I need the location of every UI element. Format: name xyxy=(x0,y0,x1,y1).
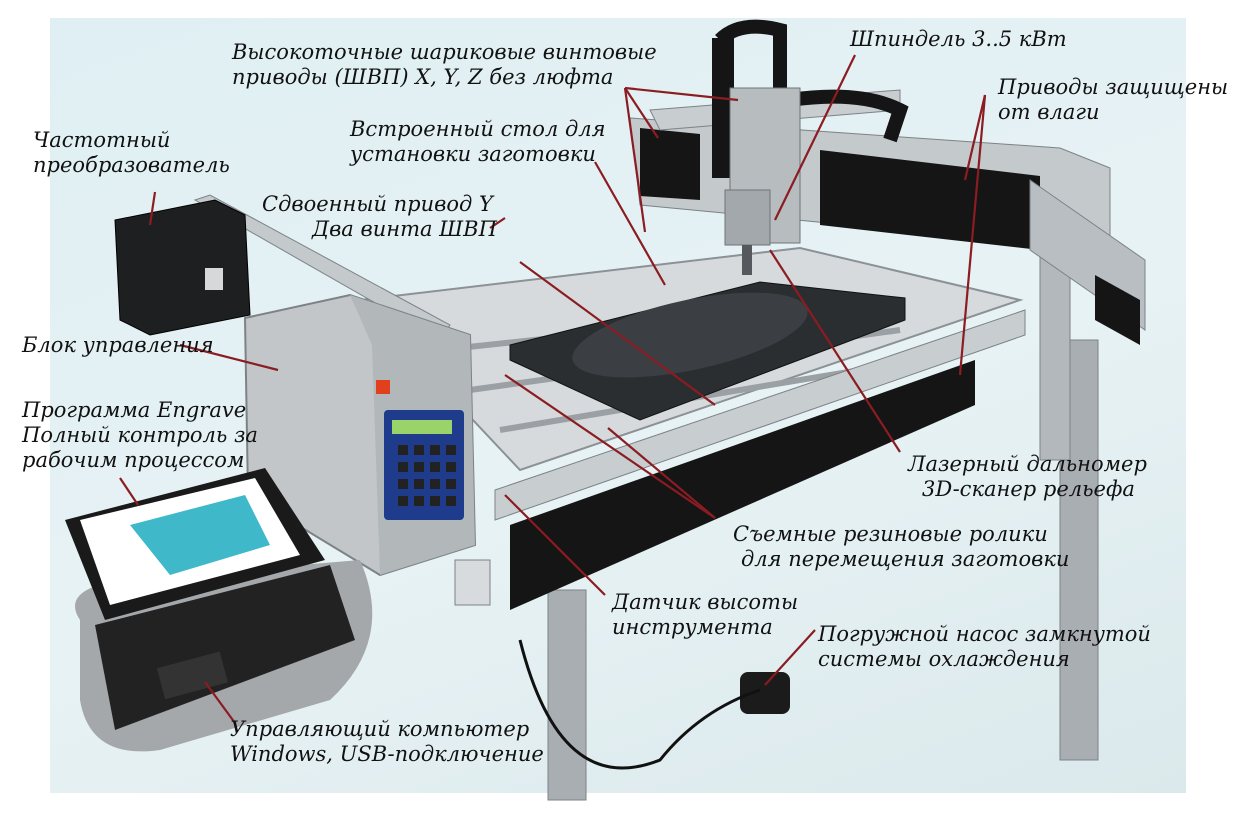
back-left-bellows xyxy=(640,128,700,200)
lcd-display xyxy=(392,420,452,434)
label-computer: Управляющий компьютер Windows, USB-подкл… xyxy=(230,717,544,766)
label-control-unit: Блок управления xyxy=(22,333,214,357)
frequency-converter-icon xyxy=(114,199,251,336)
leg-front-left xyxy=(547,589,587,801)
laptop-keyboard xyxy=(95,565,355,730)
power-button xyxy=(376,380,390,394)
spindle-motor xyxy=(724,189,771,246)
leader-lines xyxy=(119,54,987,724)
tool-height-sensor xyxy=(454,559,491,606)
leg-front-right xyxy=(1059,339,1099,761)
label-pump: Погружной насос замкнутой системы охлажд… xyxy=(818,622,1151,671)
label-spindle: Шпиндель 3..5 кВт xyxy=(850,27,1067,51)
label-program: Программа Engrave Полный контроль за раб… xyxy=(22,398,258,472)
label-tool-sensor: Датчик высоты инструмента xyxy=(612,590,799,639)
label-freq-converter: Частотный преобразователь xyxy=(33,128,230,177)
laptop-touchpad xyxy=(156,651,228,700)
label-laser: Лазерный дальномер 3D-сканер рельефа xyxy=(908,452,1147,501)
spindle-tool xyxy=(742,245,752,275)
front-bellows xyxy=(510,360,975,610)
label-rollers: Съемные резиновые ролики для перемещения… xyxy=(733,522,1070,571)
label-ballscrews: Высокоточные шариковые винтовые приводы … xyxy=(232,40,657,89)
label-built-in-table: Встроенный стол для установки заготовки xyxy=(350,117,606,166)
left-rail xyxy=(193,194,451,341)
right-bellows xyxy=(1095,275,1140,345)
pump-icon xyxy=(740,672,790,714)
label-dual-y: Сдвоенный привод Y Два винта ШВП xyxy=(262,192,497,241)
back-bellows xyxy=(820,150,1040,250)
stone-relief xyxy=(572,292,808,378)
label-drives-protected: Приводы защищены от влаги xyxy=(998,75,1229,124)
cable-chain xyxy=(712,38,734,178)
